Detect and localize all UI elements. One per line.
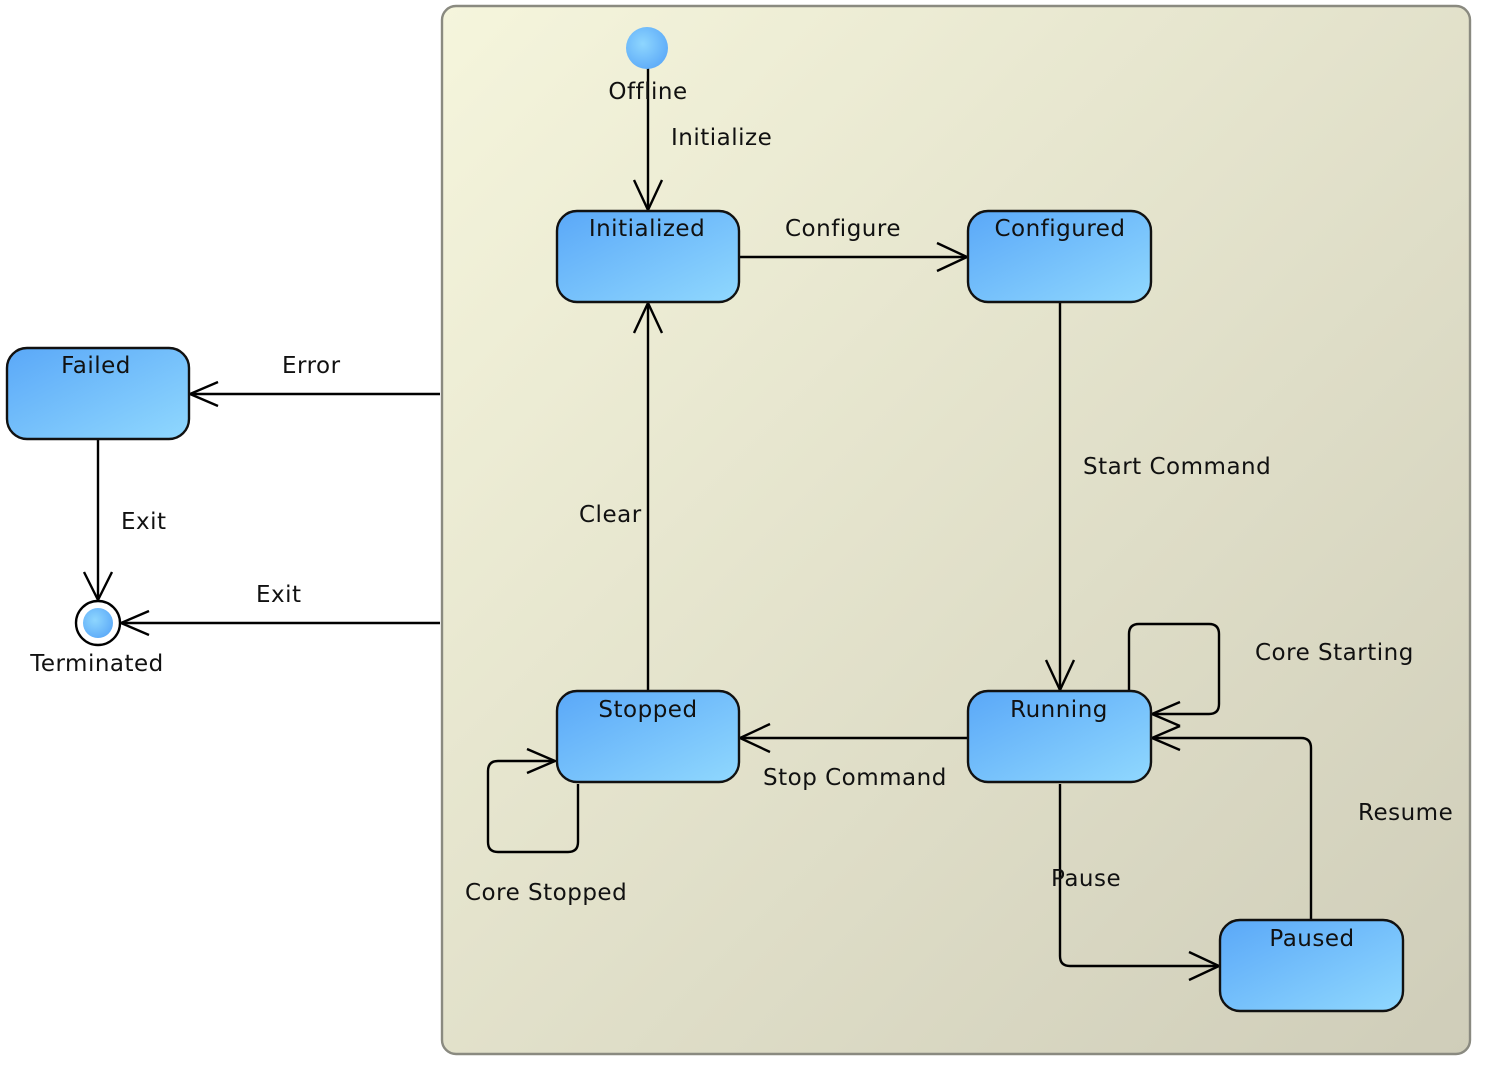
transition-stop-command-label: Stop Command xyxy=(763,765,947,791)
transition-exit-failed-label: Exit xyxy=(121,509,167,535)
state-running[interactable]: Running xyxy=(966,689,1153,784)
transition-exit-composite-label: Exit xyxy=(256,582,302,608)
transition-error-label: Error xyxy=(282,353,341,379)
state-configured-label: Configured xyxy=(994,216,1125,242)
transition-exit-failed xyxy=(82,440,114,603)
transition-initialize-label: Initialize xyxy=(671,125,772,151)
transition-configure-label: Configure xyxy=(785,216,901,242)
state-paused-label: Paused xyxy=(1269,926,1354,952)
initial-state-label: Offline xyxy=(608,79,687,105)
transition-clear-label: Clear xyxy=(579,502,642,528)
transition-error xyxy=(186,380,440,408)
state-stopped-label: Stopped xyxy=(598,697,697,723)
state-failed[interactable]: Failed xyxy=(5,346,191,441)
transition-pause-label: Pause xyxy=(1051,866,1121,892)
transition-core-stopped xyxy=(486,747,580,854)
transition-resume-label: Resume xyxy=(1358,800,1453,826)
state-stopped[interactable]: Stopped xyxy=(555,689,741,784)
state-running-label: Running xyxy=(1010,697,1108,723)
transition-core-stopped-label: Core Stopped xyxy=(465,880,627,906)
state-configured[interactable]: Configured xyxy=(966,209,1153,304)
final-state-node xyxy=(74,599,122,647)
transition-exit-composite xyxy=(117,609,440,637)
state-initialized[interactable]: Initialized xyxy=(555,209,741,304)
transition-start-command-label: Start Command xyxy=(1083,454,1271,480)
state-paused[interactable]: Paused xyxy=(1218,918,1405,1013)
state-failed-label: Failed xyxy=(61,353,131,379)
state-initialized-label: Initialized xyxy=(589,216,705,242)
final-state-label: Terminated xyxy=(29,651,164,677)
transition-core-starting-label: Core Starting xyxy=(1255,640,1414,666)
initial-state-node xyxy=(626,27,668,69)
